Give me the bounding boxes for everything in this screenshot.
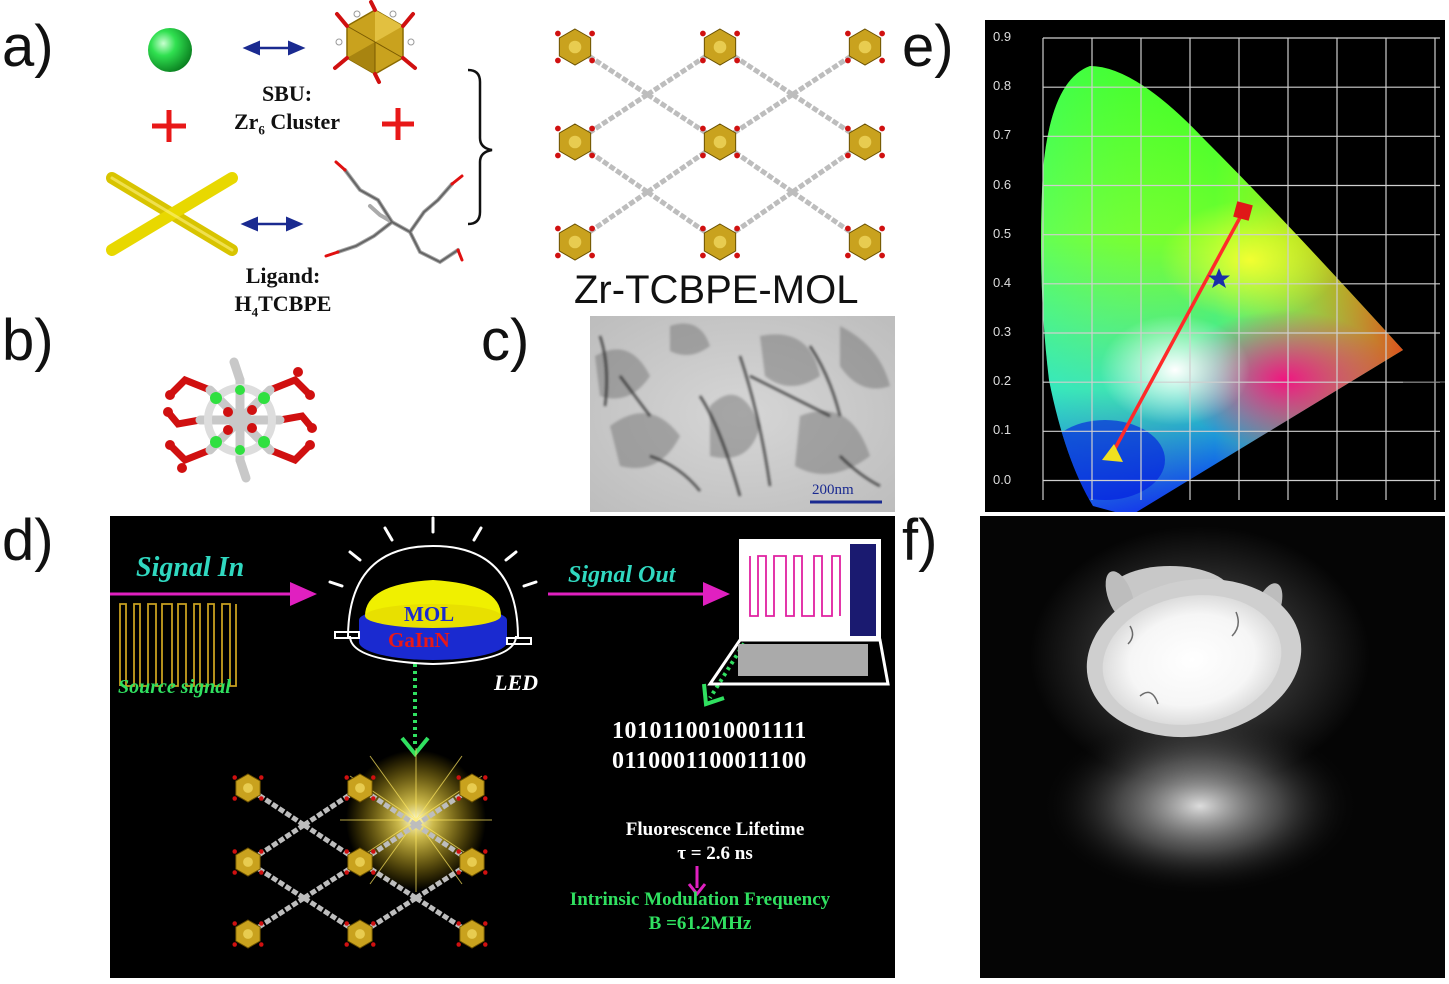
end-marker-icon	[1233, 201, 1253, 221]
sbu-label-line1: SBU:	[261, 81, 313, 106]
gainn-label: GaInN	[388, 628, 450, 652]
ligand-rod-icon	[106, 172, 238, 256]
signal-out-label: Signal Out	[568, 562, 676, 588]
glow-lattice-node-1-0	[232, 847, 264, 877]
laptop-icon	[707, 539, 890, 686]
panel-a-components	[0, 0, 560, 320]
modulation-block: Intrinsic Modulation Frequency B =61.2MH…	[510, 888, 890, 936]
chromaticity-line	[1110, 211, 1245, 455]
lattice-node-2-1	[700, 223, 740, 261]
framework-title: Zr-TCBPE-MOL	[574, 268, 859, 312]
ligand-tcbpe: TCBPE	[258, 291, 332, 316]
ligand-label: Ligand: H4TCBPE	[208, 262, 358, 326]
y-tick-label: 0.9	[993, 29, 1012, 44]
y-tick-label: 0.8	[993, 78, 1012, 94]
panel-label-d: d)	[2, 508, 54, 573]
binary-line-2: 0110001100011100	[612, 748, 807, 774]
signal-in-label: Signal In	[136, 552, 245, 583]
y-tick-label: 0.5	[993, 225, 1012, 241]
glow-lattice-node-2-2	[456, 919, 488, 949]
glow-lattice-node-0-1	[344, 773, 376, 803]
lattice-node-0-2	[845, 28, 885, 66]
y-tick-label: 0.6	[993, 176, 1012, 192]
panel-label-f: f)	[902, 508, 938, 573]
mol-label: MOL	[404, 602, 455, 626]
lattice-node-0-0	[555, 28, 595, 66]
sbu-zr: Zr	[233, 109, 259, 134]
bracket	[467, 68, 493, 226]
lifetime-value: τ = 2.6 ns	[677, 843, 753, 864]
plus-icon	[152, 110, 186, 142]
glow-lattice-node-1-2	[456, 847, 488, 877]
star-marker-icon	[1208, 268, 1230, 288]
led-photo	[980, 516, 1445, 978]
panel-label-e: e)	[902, 14, 954, 79]
y-tick-label: 0.2	[993, 373, 1012, 389]
lattice-node-0-1	[700, 28, 740, 66]
binary-output: 1010110010001111 0110001100011100	[612, 716, 807, 776]
lattice-node-1-1	[700, 123, 740, 161]
down-arrow-icon	[687, 866, 707, 896]
source-wave	[119, 603, 237, 687]
sbu-label-line2: Zr6 Cluster	[232, 108, 342, 144]
source-signal-label: Source signal	[118, 676, 231, 698]
tcbpe-ligand-icon	[324, 160, 464, 265]
lattice-node-1-2	[845, 123, 885, 161]
led-label: LED	[494, 670, 538, 695]
modulation-value: B =61.2MHz	[648, 913, 752, 934]
ligand-label-line2: H4TCBPE	[208, 290, 358, 326]
lattice-node-1-0	[555, 123, 595, 161]
sbu-cluster: Cluster	[264, 109, 341, 134]
glow-lattice-node-2-1	[344, 919, 376, 949]
framework-lattice	[540, 20, 900, 280]
panel-d-schematic: Signal In Signal Out Source signal MOL G…	[110, 516, 895, 978]
lattice-node-2-0	[555, 223, 595, 261]
panel-label-c: c)	[481, 308, 530, 373]
zr6-cluster-icon	[333, 0, 417, 84]
y-tick-label: 0.0	[993, 471, 1012, 487]
plus-icon-2	[382, 108, 414, 140]
glow-lattice-node-0-0	[232, 773, 264, 803]
led-icon	[328, 516, 538, 666]
binary-line-1: 1010110010001111	[612, 718, 807, 744]
lattice-node-2-2	[845, 223, 885, 261]
glow-lattice-node-2-0	[232, 919, 264, 949]
sbu-sub: 6	[258, 122, 265, 138]
panel-label-b: b)	[2, 308, 54, 373]
ligand-sub: 4	[251, 304, 259, 320]
glow-lattice-node-0-2	[456, 773, 488, 803]
sbu-label: SBU: Zr6 Cluster	[232, 80, 342, 144]
y-tick-label: 0.4	[993, 274, 1012, 290]
start-marker-icon	[1102, 444, 1123, 462]
sbu-sphere-icon	[148, 28, 192, 72]
y-tick-label: 0.1	[993, 422, 1012, 438]
y-tick-label: 0.3	[993, 324, 1012, 339]
ligand-h: H	[234, 291, 252, 316]
glow-lattice-node-1-1	[344, 847, 376, 877]
panel-label-a: a)	[2, 14, 54, 79]
y-tick-label: 0.7	[993, 127, 1012, 143]
tem-image: 200nm	[590, 316, 895, 512]
panel-b-cluster	[150, 340, 330, 500]
scale-bar-label: 200nm	[812, 482, 854, 498]
ligand-label-line1: Ligand:	[245, 263, 321, 288]
lifetime-block: Fluorescence Lifetime τ = 2.6 ns	[580, 818, 850, 866]
cie-diagram: 0.9 0.8 0.7 0.6 0.5 0.4 0.3 0.2 0.1 0.0	[985, 20, 1445, 512]
modulation-title: Intrinsic Modulation Frequency	[569, 889, 831, 910]
lifetime-title: Fluorescence Lifetime	[625, 819, 805, 840]
